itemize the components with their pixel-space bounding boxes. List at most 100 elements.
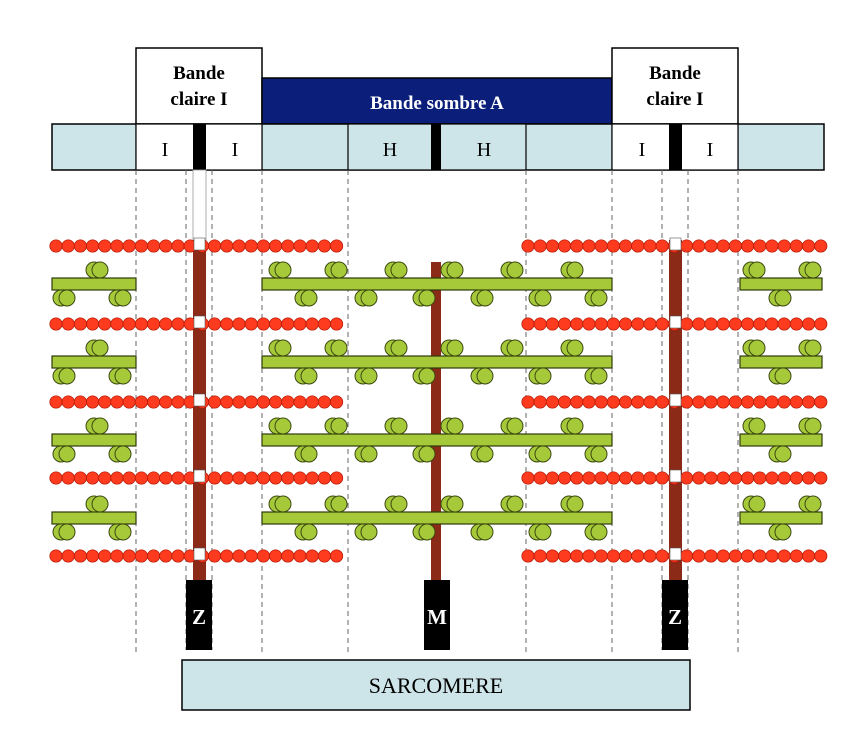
actin-bead [570, 471, 584, 485]
actin-bead [765, 471, 779, 485]
actin-bead [570, 549, 584, 563]
actin-bead [134, 471, 148, 485]
actin-bead [619, 317, 633, 331]
actin-bead [521, 395, 535, 409]
myosin-head [390, 495, 408, 513]
actin-bead [631, 317, 645, 331]
myosin-head [330, 261, 348, 279]
myosin-head [114, 289, 132, 307]
actin-bead [680, 317, 694, 331]
actin-bead [330, 395, 344, 409]
myosin-head [330, 495, 348, 513]
myosin-head [300, 445, 318, 463]
actin-bead [777, 549, 791, 563]
myosin-head [590, 289, 608, 307]
z-disk-gap [193, 393, 206, 407]
actin-bead [134, 317, 148, 331]
myosin-head [58, 367, 76, 385]
actin-bead [655, 395, 669, 409]
actin-bead [631, 471, 645, 485]
myosin-head [390, 417, 408, 435]
myosin-head [590, 445, 608, 463]
actin-bead [171, 549, 185, 563]
z-disk-gap [669, 469, 682, 483]
actin-bead [73, 549, 87, 563]
actin-bead [533, 395, 547, 409]
myosin-head [446, 495, 464, 513]
actin-bead [134, 395, 148, 409]
actin-bead [704, 317, 718, 331]
actin-bead [86, 317, 100, 331]
band-header-right-line2: claire I [646, 89, 703, 110]
myosin-head [804, 261, 822, 279]
actin-bead [256, 239, 270, 253]
actin-bead [753, 239, 767, 253]
actin-bead [269, 549, 283, 563]
actin-bead [533, 471, 547, 485]
line-markers: Z M Z [186, 580, 688, 650]
actin-bead [606, 549, 620, 563]
guide-lines [135, 170, 739, 652]
myosin-head [58, 445, 76, 463]
actin-bead [545, 471, 559, 485]
actin-bead [317, 471, 331, 485]
actin-bead [317, 549, 331, 563]
actin-bead [582, 549, 596, 563]
actin-bead [330, 471, 344, 485]
myosin-filament [51, 433, 137, 447]
actin-bead [741, 395, 755, 409]
actin-bead [293, 317, 307, 331]
actin-bead [98, 471, 112, 485]
actin-bead [814, 317, 828, 331]
actin-bead [49, 239, 63, 253]
z-disk-gap [669, 315, 682, 329]
myosin-filament [739, 511, 823, 525]
myosin-head [534, 367, 552, 385]
actin-bead [159, 317, 173, 331]
actin-bead [98, 395, 112, 409]
z-line-left-label: Z [192, 605, 206, 629]
actin-bead [606, 239, 620, 253]
actin-bead [631, 395, 645, 409]
z-disk-gap [669, 393, 682, 407]
actin-bead [558, 395, 572, 409]
actin-bead [244, 239, 258, 253]
myosin-head [506, 495, 524, 513]
actin-bead [220, 471, 234, 485]
actin-bead [244, 471, 258, 485]
actin-bead [293, 471, 307, 485]
myosin-head [274, 495, 292, 513]
actin-bead [232, 239, 246, 253]
myosin-head [418, 523, 436, 541]
actin-bead [619, 239, 633, 253]
actin-bead [789, 471, 803, 485]
z-disk-left [193, 240, 206, 580]
actin-bead [777, 317, 791, 331]
actin-bead [281, 549, 295, 563]
actin-bead [73, 317, 87, 331]
myosin-head [774, 289, 792, 307]
actin-bead [533, 317, 547, 331]
actin-bead [293, 239, 307, 253]
actin-bead [643, 239, 657, 253]
myosin-head [91, 417, 109, 435]
myosin-head [418, 289, 436, 307]
z-disk-gap [193, 547, 206, 561]
actin-bead [220, 317, 234, 331]
myosin-head [330, 417, 348, 435]
actin-bead [802, 317, 816, 331]
actin-bead [305, 471, 319, 485]
actin-bead [208, 471, 222, 485]
myosin-filament [739, 433, 823, 447]
actin-bead [643, 395, 657, 409]
myosin-head [360, 523, 378, 541]
actin-bead [98, 239, 112, 253]
actin-bead [256, 317, 270, 331]
actin-bead [814, 549, 828, 563]
myosin-filament [261, 355, 613, 369]
band-header-right-box [611, 47, 739, 125]
actin-bead [545, 239, 559, 253]
actin-bead [159, 471, 173, 485]
segment-label-5: I [639, 139, 646, 161]
actin-bead [753, 471, 767, 485]
